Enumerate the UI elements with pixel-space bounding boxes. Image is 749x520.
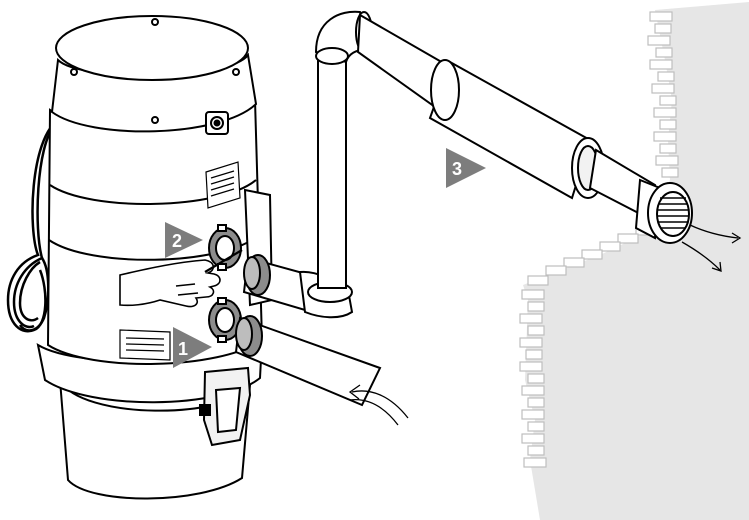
vertical-pipe: [317, 47, 347, 289]
exhaust-pipe-system: [242, 10, 693, 319]
step-3-label: 3: [452, 159, 462, 179]
electrical-connector-icon: [205, 111, 229, 135]
step-2-label: 2: [172, 231, 182, 251]
central-vacuum-unit: [36, 15, 274, 500]
upper-exhaust-port: [208, 224, 242, 271]
vent-grille-upper: [205, 161, 241, 209]
intake-pipe: [234, 315, 382, 407]
exhaust-vent-grille: [634, 178, 693, 244]
step-marker-3: 3: [446, 148, 486, 188]
brick-edge-lower: [519, 289, 547, 468]
step-marker-2: 2: [165, 222, 203, 258]
unit-top-cap: [55, 15, 249, 81]
brick-edge-upper: [647, 11, 679, 178]
hand-with-screwdriver: [119, 249, 243, 308]
wall: [519, 2, 749, 520]
step-marker-1: 1: [173, 327, 212, 368]
wall-surface: [523, 2, 749, 520]
intake-airflow-arrow: [348, 384, 409, 426]
step-1-label: 1: [178, 339, 188, 359]
canister-latch: [199, 366, 252, 447]
power-cord: [6, 118, 59, 333]
exhaust-airflow-arrows: [681, 224, 742, 272]
vent-grille-lower: [119, 329, 171, 361]
